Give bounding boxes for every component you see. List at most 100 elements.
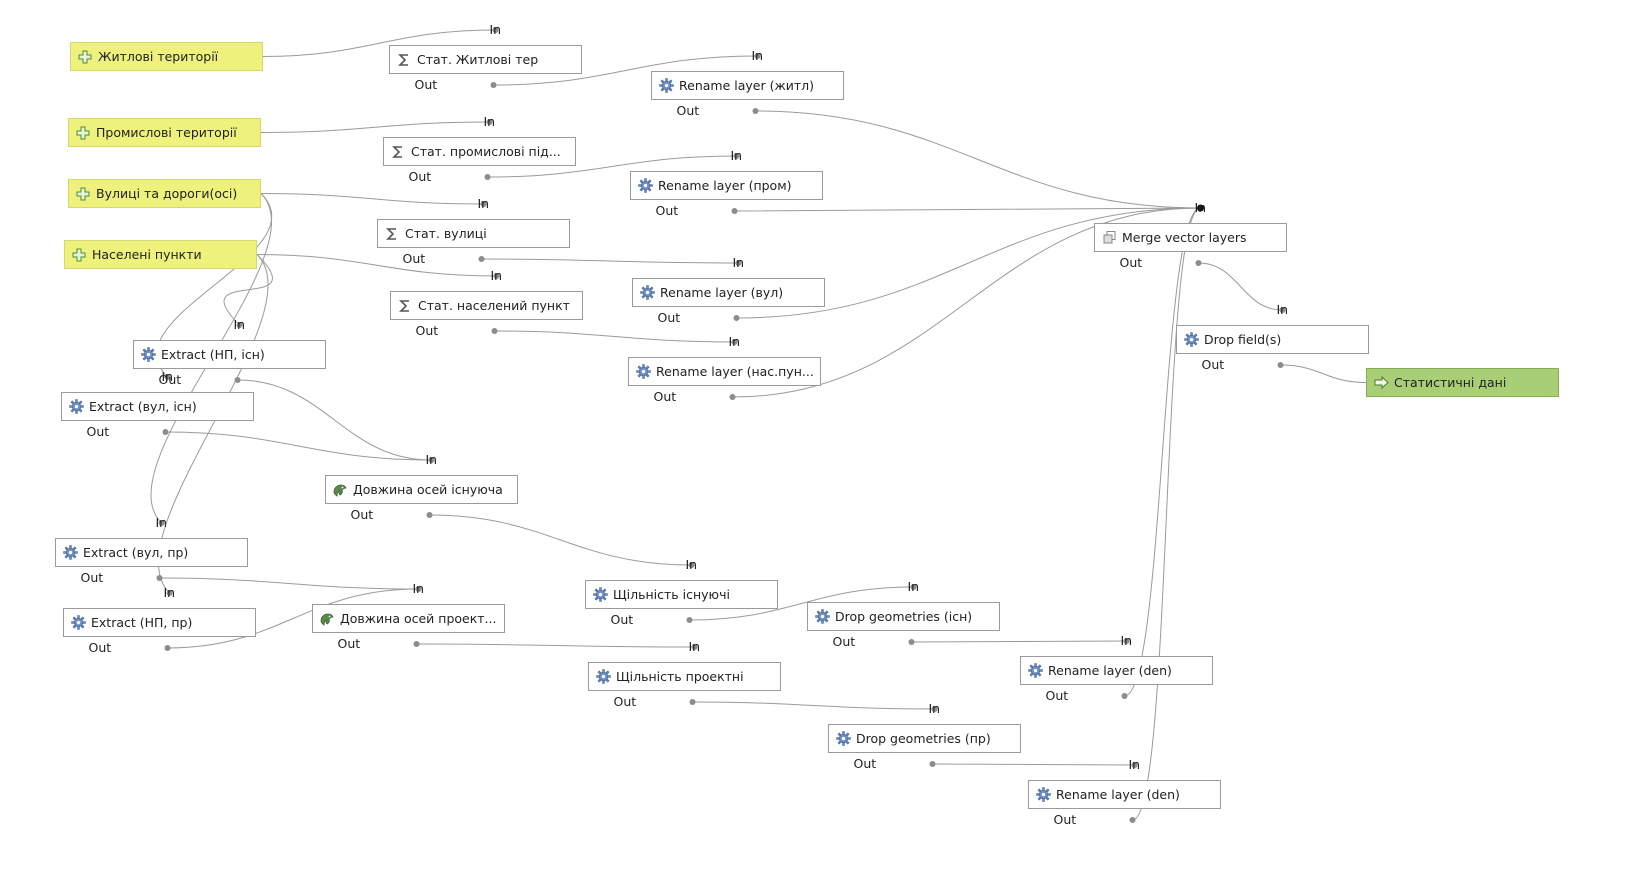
- link-ren_zhytl-merge: [755, 110, 1201, 209]
- out-port[interactable]: [478, 256, 485, 262]
- in-port[interactable]: [1279, 307, 1286, 313]
- in-port-label: In: [688, 639, 701, 654]
- gear-icon: [1027, 663, 1043, 679]
- algorithm-node-stat_prom[interactable]: Стат. промислові під...: [383, 137, 576, 166]
- in-port[interactable]: [236, 322, 243, 328]
- out-port[interactable]: [733, 315, 740, 321]
- in-port[interactable]: [480, 201, 487, 207]
- algorithm-node-merge[interactable]: Merge vector layers: [1094, 223, 1287, 252]
- node-label: Довжина осей проект...: [340, 611, 497, 626]
- link-drop_fields-stat_out: [1280, 364, 1367, 383]
- in-port-label: In: [233, 317, 246, 332]
- out-port[interactable]: [1195, 260, 1202, 266]
- in-port[interactable]: [164, 374, 171, 380]
- algorithm-node-ren_vul[interactable]: Rename layer (вул): [632, 278, 825, 307]
- algorithm-node-drop_fields[interactable]: Drop field(s): [1176, 325, 1369, 354]
- algorithm-node-len_isn[interactable]: Довжина осей існуюча: [325, 475, 518, 504]
- algorithm-node-ren_zhytl[interactable]: Rename layer (житл): [651, 71, 844, 100]
- out-port[interactable]: [1121, 693, 1128, 699]
- out-port[interactable]: [234, 377, 241, 383]
- output-node-stat_out[interactable]: Статистичні дані: [1366, 368, 1559, 397]
- algorithm-node-stat_zhytl[interactable]: Стат. Житлові тер: [389, 45, 582, 74]
- in-port[interactable]: [735, 260, 742, 266]
- out-port[interactable]: [752, 108, 759, 114]
- in-port[interactable]: [1131, 762, 1138, 768]
- in-port-label: In: [1120, 633, 1133, 648]
- algorithm-node-stat_vul[interactable]: Стат. вулиці: [377, 219, 570, 248]
- link-ren_np-merge: [732, 207, 1201, 398]
- out-port[interactable]: [689, 699, 696, 705]
- gear-icon: [637, 178, 653, 194]
- algorithm-node-stat_np[interactable]: Стат. населений пункт: [390, 291, 583, 320]
- link-naseleni-stat_np: [256, 254, 497, 277]
- link-dens_pr-dropg_pr: [692, 701, 935, 710]
- out-port[interactable]: [426, 512, 433, 518]
- in-port[interactable]: [492, 27, 499, 33]
- in-port[interactable]: [754, 53, 761, 59]
- algorithm-node-ren_np[interactable]: Rename layer (нас.пун...: [628, 357, 821, 386]
- algorithm-node-ext_np_isn[interactable]: Extract (НП, існ): [133, 340, 326, 369]
- out-port[interactable]: [929, 761, 936, 767]
- out-port[interactable]: [162, 429, 169, 435]
- in-port[interactable]: [158, 520, 165, 526]
- in-port-label: In: [751, 48, 764, 63]
- out-port[interactable]: [484, 174, 491, 180]
- out-port[interactable]: [1129, 817, 1136, 823]
- in-port[interactable]: [910, 584, 917, 590]
- algorithm-node-dens_isn[interactable]: Щільність існуючі: [585, 580, 778, 609]
- algorithm-node-ren_den1[interactable]: Rename layer (den): [1020, 656, 1213, 685]
- algorithm-node-ext_np_pr[interactable]: Extract (НП, пр): [63, 608, 256, 637]
- gear-icon: [68, 399, 84, 415]
- algorithm-node-dens_pr[interactable]: Щільність проектні: [588, 662, 781, 691]
- out-port[interactable]: [491, 328, 498, 334]
- node-label: Довжина осей існуюча: [353, 482, 503, 497]
- in-port[interactable]: [731, 339, 738, 345]
- algorithm-node-ext_vul_pr[interactable]: Extract (вул, пр): [55, 538, 248, 567]
- input-node-naseleni[interactable]: Населені пункти: [64, 240, 257, 269]
- out-port[interactable]: [731, 208, 738, 214]
- in-port[interactable]: [1197, 204, 1204, 212]
- in-port[interactable]: [691, 644, 698, 650]
- in-port[interactable]: [931, 706, 938, 712]
- in-port[interactable]: [688, 562, 695, 568]
- algorithm-node-ext_vul_isn[interactable]: Extract (вул, існ): [61, 392, 254, 421]
- algorithm-node-dropg_pr[interactable]: Drop geometries (пр): [828, 724, 1021, 753]
- link-dropg_isn-ren_den1: [911, 640, 1127, 643]
- input-node-vulytsi[interactable]: Вулиці та дороги(осі): [68, 179, 261, 208]
- node-label: Щільність існуючі: [613, 587, 730, 602]
- in-port[interactable]: [1123, 638, 1130, 644]
- gear-icon: [592, 587, 608, 603]
- node-label: Rename layer (den): [1056, 787, 1180, 802]
- in-port[interactable]: [166, 590, 173, 596]
- in-port[interactable]: [493, 273, 500, 279]
- in-port-label: In: [163, 585, 176, 600]
- link-stat_np-ren_np: [494, 330, 735, 343]
- node-label: Rename layer (житл): [679, 78, 814, 93]
- link-ext_vul_pr-len_pr: [159, 577, 419, 590]
- input-node-zhytlovi[interactable]: Житлові території: [70, 42, 263, 71]
- out-port[interactable]: [490, 82, 497, 88]
- in-port[interactable]: [486, 119, 493, 125]
- out-port-label: Out: [853, 756, 877, 771]
- input-node-promyslovi[interactable]: Промислові території: [68, 118, 261, 147]
- out-port[interactable]: [413, 641, 420, 647]
- gear-icon: [62, 545, 78, 561]
- gear-icon: [639, 285, 655, 301]
- out-port[interactable]: [686, 617, 693, 623]
- algorithm-node-ren_prom[interactable]: Rename layer (пром): [630, 171, 823, 200]
- link-stat_prom-ren_prom: [487, 155, 737, 178]
- algorithm-node-dropg_isn[interactable]: Drop geometries (існ): [807, 602, 1000, 631]
- out-port[interactable]: [1277, 362, 1284, 368]
- out-port[interactable]: [164, 645, 171, 651]
- in-port[interactable]: [428, 457, 435, 463]
- algorithm-node-ren_den2[interactable]: Rename layer (den): [1028, 780, 1221, 809]
- in-port-label: In: [928, 701, 941, 716]
- in-port[interactable]: [415, 586, 422, 592]
- algorithm-node-len_pr[interactable]: Довжина осей проект...: [312, 604, 505, 633]
- merge-icon: [1101, 230, 1117, 246]
- gear-icon: [835, 731, 851, 747]
- in-port[interactable]: [733, 153, 740, 159]
- out-port[interactable]: [729, 394, 736, 400]
- out-port[interactable]: [908, 639, 915, 645]
- out-port[interactable]: [156, 575, 163, 581]
